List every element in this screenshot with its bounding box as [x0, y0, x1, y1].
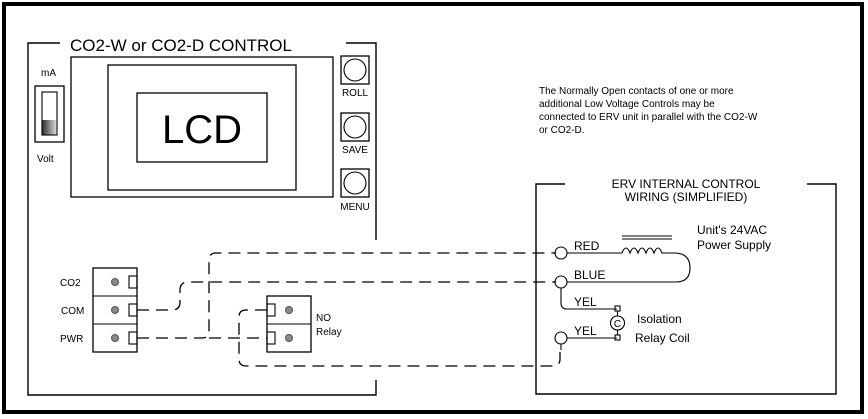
roll-button[interactable]: [340, 55, 370, 85]
relay-terminal-2[interactable]: [266, 331, 293, 345]
power-supply-line1: Unit's 24VAC: [697, 223, 767, 237]
roll-button-circle[interactable]: [343, 58, 367, 82]
wire-label-blue: BLUE: [574, 268, 605, 282]
relay-label-no: NO: [316, 313, 331, 324]
relay-label-relay: Relay: [316, 327, 342, 338]
range-switch-knob[interactable]: [42, 120, 57, 135]
roll-button-label: ROLL: [342, 88, 369, 99]
wire-label-red: RED: [574, 239, 600, 253]
blue-terminal[interactable]: [554, 275, 568, 289]
red-terminal[interactable]: [554, 246, 568, 260]
power-supply-line2: Power Supply: [697, 238, 771, 252]
coil-label-line1: Isolation: [637, 312, 682, 326]
roll-button-frame: [340, 55, 370, 85]
wire-com-to-blue: [137, 281, 556, 311]
erv-title-line1: ERV INTERNAL CONTROL: [612, 177, 761, 191]
yel-wire-1: [560, 288, 617, 310]
terminal-co2[interactable]: [111, 275, 138, 289]
menu-button-circle[interactable]: [343, 171, 367, 195]
note-line-4: or CO2-D.: [539, 125, 585, 136]
relay-terminal-1[interactable]: [266, 303, 293, 317]
wire-pwr-to-red: [137, 252, 556, 339]
range-switch-slot: [41, 91, 58, 136]
control-panel-border: [27, 42, 377, 396]
transformer-coil: [567, 247, 691, 283]
save-button-circle[interactable]: [343, 115, 367, 139]
note-line-1: The Normally Open contacts of one or mor…: [539, 86, 734, 97]
wire-relay-to-yel: [238, 309, 561, 367]
switch-label-volt: Volt: [37, 154, 54, 165]
terminal-label-pwr: PWR: [60, 334, 83, 345]
wire-label-yel-1: YEL: [574, 295, 597, 309]
save-button-frame: [340, 112, 370, 142]
note-text: The Normally Open contacts of one or mor…: [539, 86, 758, 136]
erv-title-line2: WIRING (SIMPLIFIED): [625, 190, 748, 204]
menu-button[interactable]: [340, 168, 370, 198]
control-panel-title: CO2-W or CO2-D CONTROL: [70, 36, 292, 55]
control-panel: CO2-W or CO2-D CONTROL mA Volt LCD ROLL …: [27, 36, 377, 396]
wire-label-yel-2: YEL: [574, 324, 597, 338]
erv-panel: ERV INTERNAL CONTROL WIRING (SIMPLIFIED)…: [535, 177, 837, 395]
lcd-label: LCD: [162, 108, 242, 152]
save-button-label: SAVE: [342, 145, 368, 156]
coil-symbol: C: [614, 319, 621, 330]
field-wiring: [137, 252, 561, 367]
coil-label-line2: Relay Coil: [635, 331, 690, 345]
note-line-2: additional Low Voltage Controls may be: [539, 99, 715, 110]
note-line-3: connected to ERV unit in parallel with t…: [539, 112, 758, 123]
yel-terminal[interactable]: [554, 331, 568, 345]
save-button[interactable]: [340, 112, 370, 142]
terminal-label-com: COM: [61, 306, 84, 317]
control-panel-border-right: [346, 42, 377, 240]
outer-frame: [2, 2, 864, 414]
switch-label-ma: mA: [41, 68, 56, 79]
menu-button-frame: [340, 168, 370, 198]
menu-button-label: MENU: [340, 202, 369, 213]
lcd-screen: [136, 92, 268, 163]
terminal-label-co2: CO2: [60, 278, 81, 289]
erv-panel-border: [535, 183, 837, 395]
